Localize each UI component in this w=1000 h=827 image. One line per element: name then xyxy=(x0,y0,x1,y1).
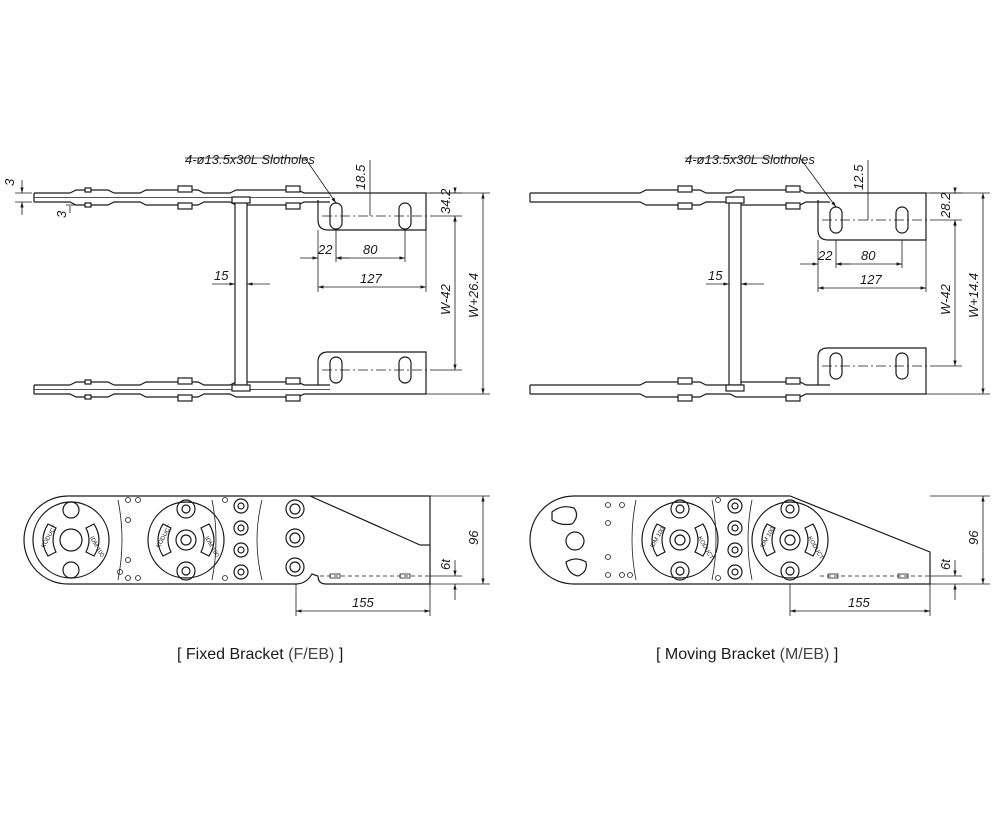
dim-155: 155 xyxy=(352,595,374,610)
dim-34-2: 34.2 xyxy=(438,188,453,214)
fixed-link-1: KODUCT IDM 100 xyxy=(32,501,110,579)
caption-code: (F/EB) xyxy=(288,646,335,663)
dim-w-plus: W+14.4 xyxy=(966,273,981,318)
moving-upper-bracket xyxy=(817,192,932,241)
moving-top-view: 4-ø13.5x30L Slotholes 12.5 28.2 22 80 12… xyxy=(529,152,990,402)
dim-80: 80 xyxy=(861,248,876,263)
fixed-top-view: 3 3 4-ø13.5x30L Slotholes 18.5 34.2 22 8… xyxy=(2,152,490,402)
dim-80: 80 xyxy=(363,242,378,257)
caption-close: ] xyxy=(833,646,839,663)
fixed-bracket-holes xyxy=(285,499,305,577)
slothole-note: 4-ø13.5x30L Slotholes xyxy=(185,152,315,167)
moving-top-dim-labels: 4-ø13.5x30L Slotholes 12.5 28.2 22 80 12… xyxy=(685,152,981,318)
dim-12-5: 12.5 xyxy=(851,164,866,190)
dim-15: 15 xyxy=(708,268,723,283)
fixed-side-view: KODUCT IDM 100 KODUCT IDM 100 xyxy=(23,495,490,616)
moving-upper-chain xyxy=(529,185,830,210)
caption-code: (M/EB) xyxy=(779,646,830,663)
fixed-top-dim-labels: 3 3 4-ø13.5x30L Slotholes 18.5 34.2 22 8… xyxy=(2,152,481,318)
m-link-2-brand: KODUCT xyxy=(806,536,824,561)
m-link-1-brand: KODUCT xyxy=(696,536,714,561)
fixed-upper-chain xyxy=(33,185,330,210)
moving-link-1: IDM 100 KODUCT xyxy=(641,499,719,581)
moving-small-holes xyxy=(605,497,743,581)
dim-22: 22 xyxy=(317,242,333,257)
fixed-upper-bracket xyxy=(317,192,432,231)
fixed-lower-bracket xyxy=(317,351,432,395)
dim-w-plus: W+26.4 xyxy=(466,273,481,318)
moving-side-view: IDM 100 KODUCT IDM 100 KODUCT 96 xyxy=(529,495,990,616)
dim-w-42: W-42 xyxy=(438,283,453,315)
caption-open: [ Moving Bracket xyxy=(656,646,776,663)
fixed-side-dimensions: 96 6t 155 xyxy=(295,495,490,616)
dim-6t: 6t xyxy=(438,558,453,570)
fixed-top-dimensions xyxy=(15,157,490,395)
fixed-small-holes xyxy=(117,497,249,581)
dim-96: 96 xyxy=(466,530,481,545)
fixed-crossbar xyxy=(231,196,251,392)
dim-127: 127 xyxy=(360,271,382,286)
dim-96: 96 xyxy=(966,530,981,545)
dim-28-2: 28.2 xyxy=(938,192,953,219)
moving-lower-bracket xyxy=(817,347,932,395)
dim-18-5: 18.5 xyxy=(353,164,368,190)
moving-top-dimensions xyxy=(685,157,990,395)
link-1-code: IDM 100 xyxy=(88,536,105,559)
moving-bracket-caption: [ Moving Bracket (M/EB) ] xyxy=(656,646,838,664)
caption-open: [ Fixed Bracket xyxy=(177,646,284,663)
dim-6t: 6t xyxy=(938,558,953,570)
fixed-bracket-caption: [ Fixed Bracket (F/EB) ] xyxy=(177,646,343,664)
dim-w-42: W-42 xyxy=(938,283,953,315)
slothole-note: 4-ø13.5x30L Slotholes xyxy=(685,152,815,167)
dim-22: 22 xyxy=(817,248,833,263)
dim-15: 15 xyxy=(214,268,229,283)
moving-link-2: IDM 100 KODUCT xyxy=(751,499,829,581)
fixed-link-2: KODUCT IDM 100 xyxy=(147,499,225,581)
dim-127: 127 xyxy=(860,272,882,287)
fixed-lower-chain xyxy=(33,377,330,402)
moving-crossbar xyxy=(725,196,745,392)
moving-side-dimensions: 96 6t 155 xyxy=(789,495,990,616)
caption-close: ] xyxy=(338,646,344,663)
moving-lower-chain xyxy=(529,377,830,402)
dim-3-outer: 3 xyxy=(2,178,17,186)
link-2-code: IDM 100 xyxy=(203,536,220,559)
dim-3-inner: 3 xyxy=(54,210,69,218)
dim-155: 155 xyxy=(848,595,870,610)
